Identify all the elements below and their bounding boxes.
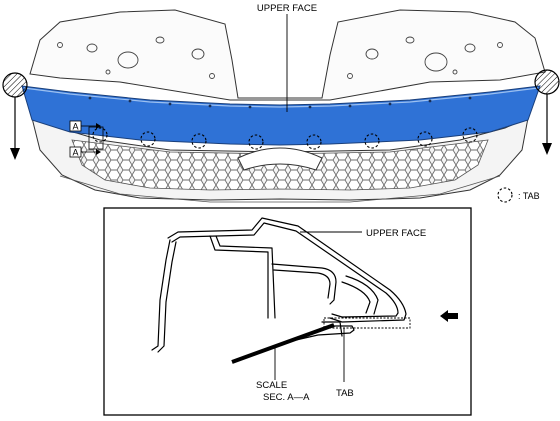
circle-hatched-icon (534, 69, 560, 95)
left-bracket-inner (157, 241, 177, 353)
scale-tool (231, 323, 335, 364)
scale-label: SCALE (256, 380, 287, 391)
grille-emblem-opening (237, 147, 323, 171)
upper-face-edge (23, 87, 539, 108)
inner-curve-b (341, 281, 371, 314)
view-direction-arrow (440, 310, 458, 322)
tab-markers (92, 127, 478, 150)
inner-curve (345, 275, 379, 315)
tab-legend-label: : TAB (518, 191, 540, 201)
callout-a-lower: A (69, 146, 101, 158)
circle-hatched-icon (2, 72, 28, 98)
upper-face-outer-skin (167, 217, 407, 323)
clip-release-right (534, 69, 560, 155)
middle-hook (271, 263, 337, 305)
inner-rib-b (215, 235, 276, 319)
grille-lower-lip (59, 175, 501, 203)
shroud-holes (57, 36, 503, 79)
left-bracket (151, 239, 171, 351)
arrow-left-icon (440, 310, 458, 322)
upper-shroud (29, 9, 546, 101)
callout-a-upper: A (69, 120, 101, 132)
arrow-down-icon (10, 148, 20, 160)
tab-lip (295, 325, 355, 341)
grille-assembly (21, 9, 546, 203)
callout-a-lower-label: A (72, 148, 78, 158)
tab-dashed-box (323, 317, 411, 329)
section-detail-frame (103, 207, 472, 416)
upper-face-section-label: UPPER FACE (366, 228, 426, 239)
clip-release-left (2, 72, 28, 160)
upper-face-highlight (21, 85, 541, 146)
tab-section-label: TAB (336, 388, 354, 399)
arrow-down-icon (542, 143, 552, 155)
middle-hook-b (273, 269, 331, 299)
upper-face-label: UPPER FACE (257, 3, 317, 14)
tab-legend: : TAB (497, 187, 540, 203)
section-profile (151, 217, 407, 353)
section-title: SEC. A—A (263, 392, 310, 403)
tab-body (321, 321, 343, 337)
callout-a-upper-label: A (72, 122, 78, 132)
inner-rib (209, 235, 269, 319)
upper-face-inner-skin (171, 222, 399, 318)
dashed-circle-icon (497, 187, 513, 203)
upper-face-fastener-dots (88, 96, 472, 109)
grille-mesh (71, 139, 489, 191)
